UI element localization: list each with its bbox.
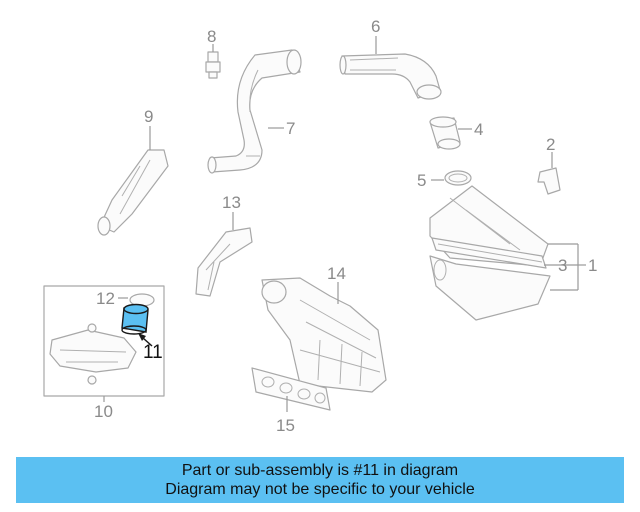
callout-7[interactable]: 7 [286,119,295,138]
banner-line-1: Part or sub-assembly is #11 in diagram [181,462,459,479]
callout-12[interactable]: 12 [96,289,115,308]
part-5-o-ring[interactable] [444,170,472,186]
part-9-duct[interactable] [97,149,169,236]
bracket-leader-1-3 [544,243,586,291]
part-11-top-rim [123,303,149,315]
banner-line-2: Diagram may not be specific to your vehi… [165,481,475,498]
part-11-bottom-rim [121,325,147,335]
leader-11 [142,337,153,347]
callout-4[interactable]: 4 [474,120,483,139]
callout-15[interactable]: 15 [276,416,295,435]
callout-5[interactable]: 5 [417,171,426,190]
callout-10[interactable]: 10 [94,402,113,421]
parts-diagram: 8 7 6 4 5 2 9 [43,17,597,435]
part-2-bracket[interactable] [537,167,561,195]
callout-13[interactable]: 13 [222,193,241,212]
part-14-manifold[interactable] [261,277,387,393]
part-8-sensor[interactable] [205,51,221,79]
part-10-resonator[interactable] [49,323,137,385]
callout-6[interactable]: 6 [371,17,380,36]
info-banner: Part or sub-assembly is #11 in diagram D… [16,457,624,503]
callout-14[interactable]: 14 [327,264,346,283]
callout-3[interactable]: 3 [558,256,567,275]
part-11-highlighted[interactable] [121,303,149,335]
callout-2[interactable]: 2 [546,135,555,154]
leader-11-arrowhead [138,333,146,341]
part-15-gasket[interactable] [251,367,331,411]
part-7-duct[interactable] [207,49,302,174]
callout-9[interactable]: 9 [144,107,153,126]
part-6-intake-tube[interactable] [339,53,442,100]
part-4-sensor-housing[interactable] [429,116,461,150]
callout-11[interactable]: 11 [143,342,163,363]
callout-1[interactable]: 1 [588,256,597,275]
part-1-air-cleaner[interactable] [429,185,551,321]
callout-8[interactable]: 8 [207,27,216,46]
part-13-duct[interactable] [195,227,253,297]
